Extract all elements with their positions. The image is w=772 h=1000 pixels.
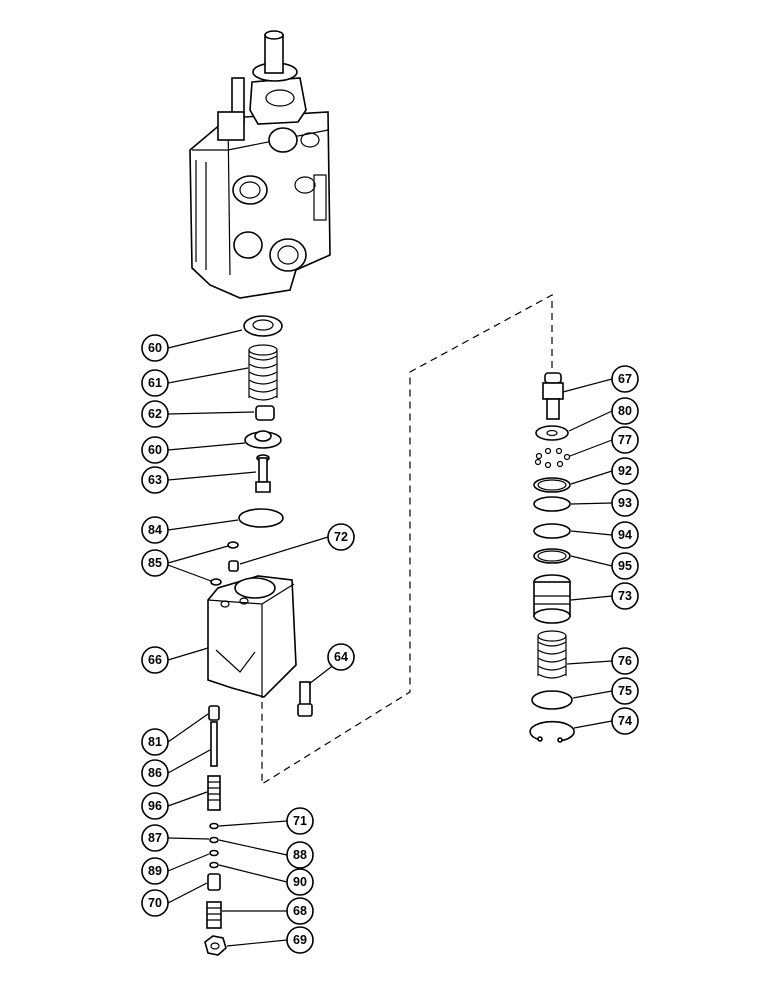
callout-label: 94 [618,528,632,542]
spring-96 [207,775,221,811]
disc-75 [531,690,573,710]
callout-label: 67 [618,372,632,386]
callout-label: 71 [293,814,307,828]
callout-84: 84 [141,516,169,544]
bolt-63 [255,454,271,493]
callout-77: 77 [611,426,639,454]
callout-label: 77 [618,433,632,447]
ring-92 [533,477,571,493]
callout-86: 86 [141,759,169,787]
callout-label: 96 [148,799,162,813]
washer-80 [535,425,569,441]
callout-label: 61 [148,376,162,390]
callout-label: 72 [334,530,348,544]
callout-93: 93 [611,489,639,517]
callout-61: 61 [141,369,169,397]
callout-76: 76 [611,647,639,675]
callout-62: 62 [141,400,169,428]
callout-66: 66 [141,646,169,674]
callout-73: 73 [611,582,639,610]
leader-lines [167,329,613,947]
callout-63: 63 [141,466,169,494]
small-seals [209,822,219,869]
callout-71: 71 [286,807,314,835]
ring-94 [533,523,571,539]
callout-95: 95 [611,552,639,580]
cap-housing-66 [207,575,297,698]
callout-label: 73 [618,589,632,603]
piston-73 [533,574,571,624]
callout-label: 95 [618,559,632,573]
ring-93 [533,496,571,512]
callout-label: 69 [293,933,307,947]
callout-label: 88 [293,848,307,862]
callout-label: 63 [148,473,162,487]
callout-85: 85 [141,549,169,577]
callout-70: 70 [141,889,169,917]
spool-81-86 [208,705,220,767]
ring-95 [533,548,571,564]
callout-88: 88 [286,841,314,869]
callout-69: 69 [286,926,314,954]
callout-label: 93 [618,496,632,510]
callout-label: 81 [148,735,162,749]
o-rings-85 [210,541,239,586]
nut-69 [204,935,227,956]
spring-68 [206,901,222,929]
washer-60-bottom [244,430,282,449]
spacer-62 [255,405,275,421]
callout-74: 74 [611,707,639,735]
callout-75: 75 [611,677,639,705]
callout-60-top: 60 [141,334,169,362]
callout-label: 62 [148,407,162,421]
screw-64 [297,681,313,717]
callout-67: 67 [611,365,639,393]
callout-label: 84 [148,523,162,537]
spring-76 [537,630,567,679]
callout-label: 74 [618,714,632,728]
washer-60-top [243,315,283,337]
callout-64: 64 [327,643,355,671]
dashed-assembly-line [261,293,553,786]
callout-label: 87 [148,831,162,845]
callout-60-bottom: 60 [141,436,169,464]
callout-90: 90 [286,868,314,896]
callout-label: 60 [148,443,162,457]
callout-label: 89 [148,864,162,878]
plug-72 [228,560,239,572]
valve-plunger-67 [542,372,564,420]
callout-81: 81 [141,728,169,756]
callout-label: 86 [148,766,162,780]
valve-section-housing [189,30,331,299]
callout-label: 90 [293,875,307,889]
callout-96: 96 [141,792,169,820]
callout-label: 66 [148,653,162,667]
callout-72: 72 [327,523,355,551]
pin-70 [207,873,221,891]
callout-89: 89 [141,857,169,885]
callout-label: 92 [618,464,632,478]
callout-label: 76 [618,654,632,668]
callout-92: 92 [611,457,639,485]
callout-80: 80 [611,397,639,425]
callout-label: 64 [334,650,348,664]
spring-61 [248,344,278,401]
callout-68: 68 [286,897,314,925]
callout-label: 75 [618,684,632,698]
callout-label: 80 [618,404,632,418]
callout-label: 70 [148,896,162,910]
callout-label: 68 [293,904,307,918]
balls-77 [534,447,571,469]
callout-label: 60 [148,341,162,355]
snap-ring-74 [529,720,575,743]
callout-94: 94 [611,521,639,549]
o-ring-84 [238,508,284,528]
callout-label: 85 [148,556,162,570]
callout-87: 87 [141,824,169,852]
